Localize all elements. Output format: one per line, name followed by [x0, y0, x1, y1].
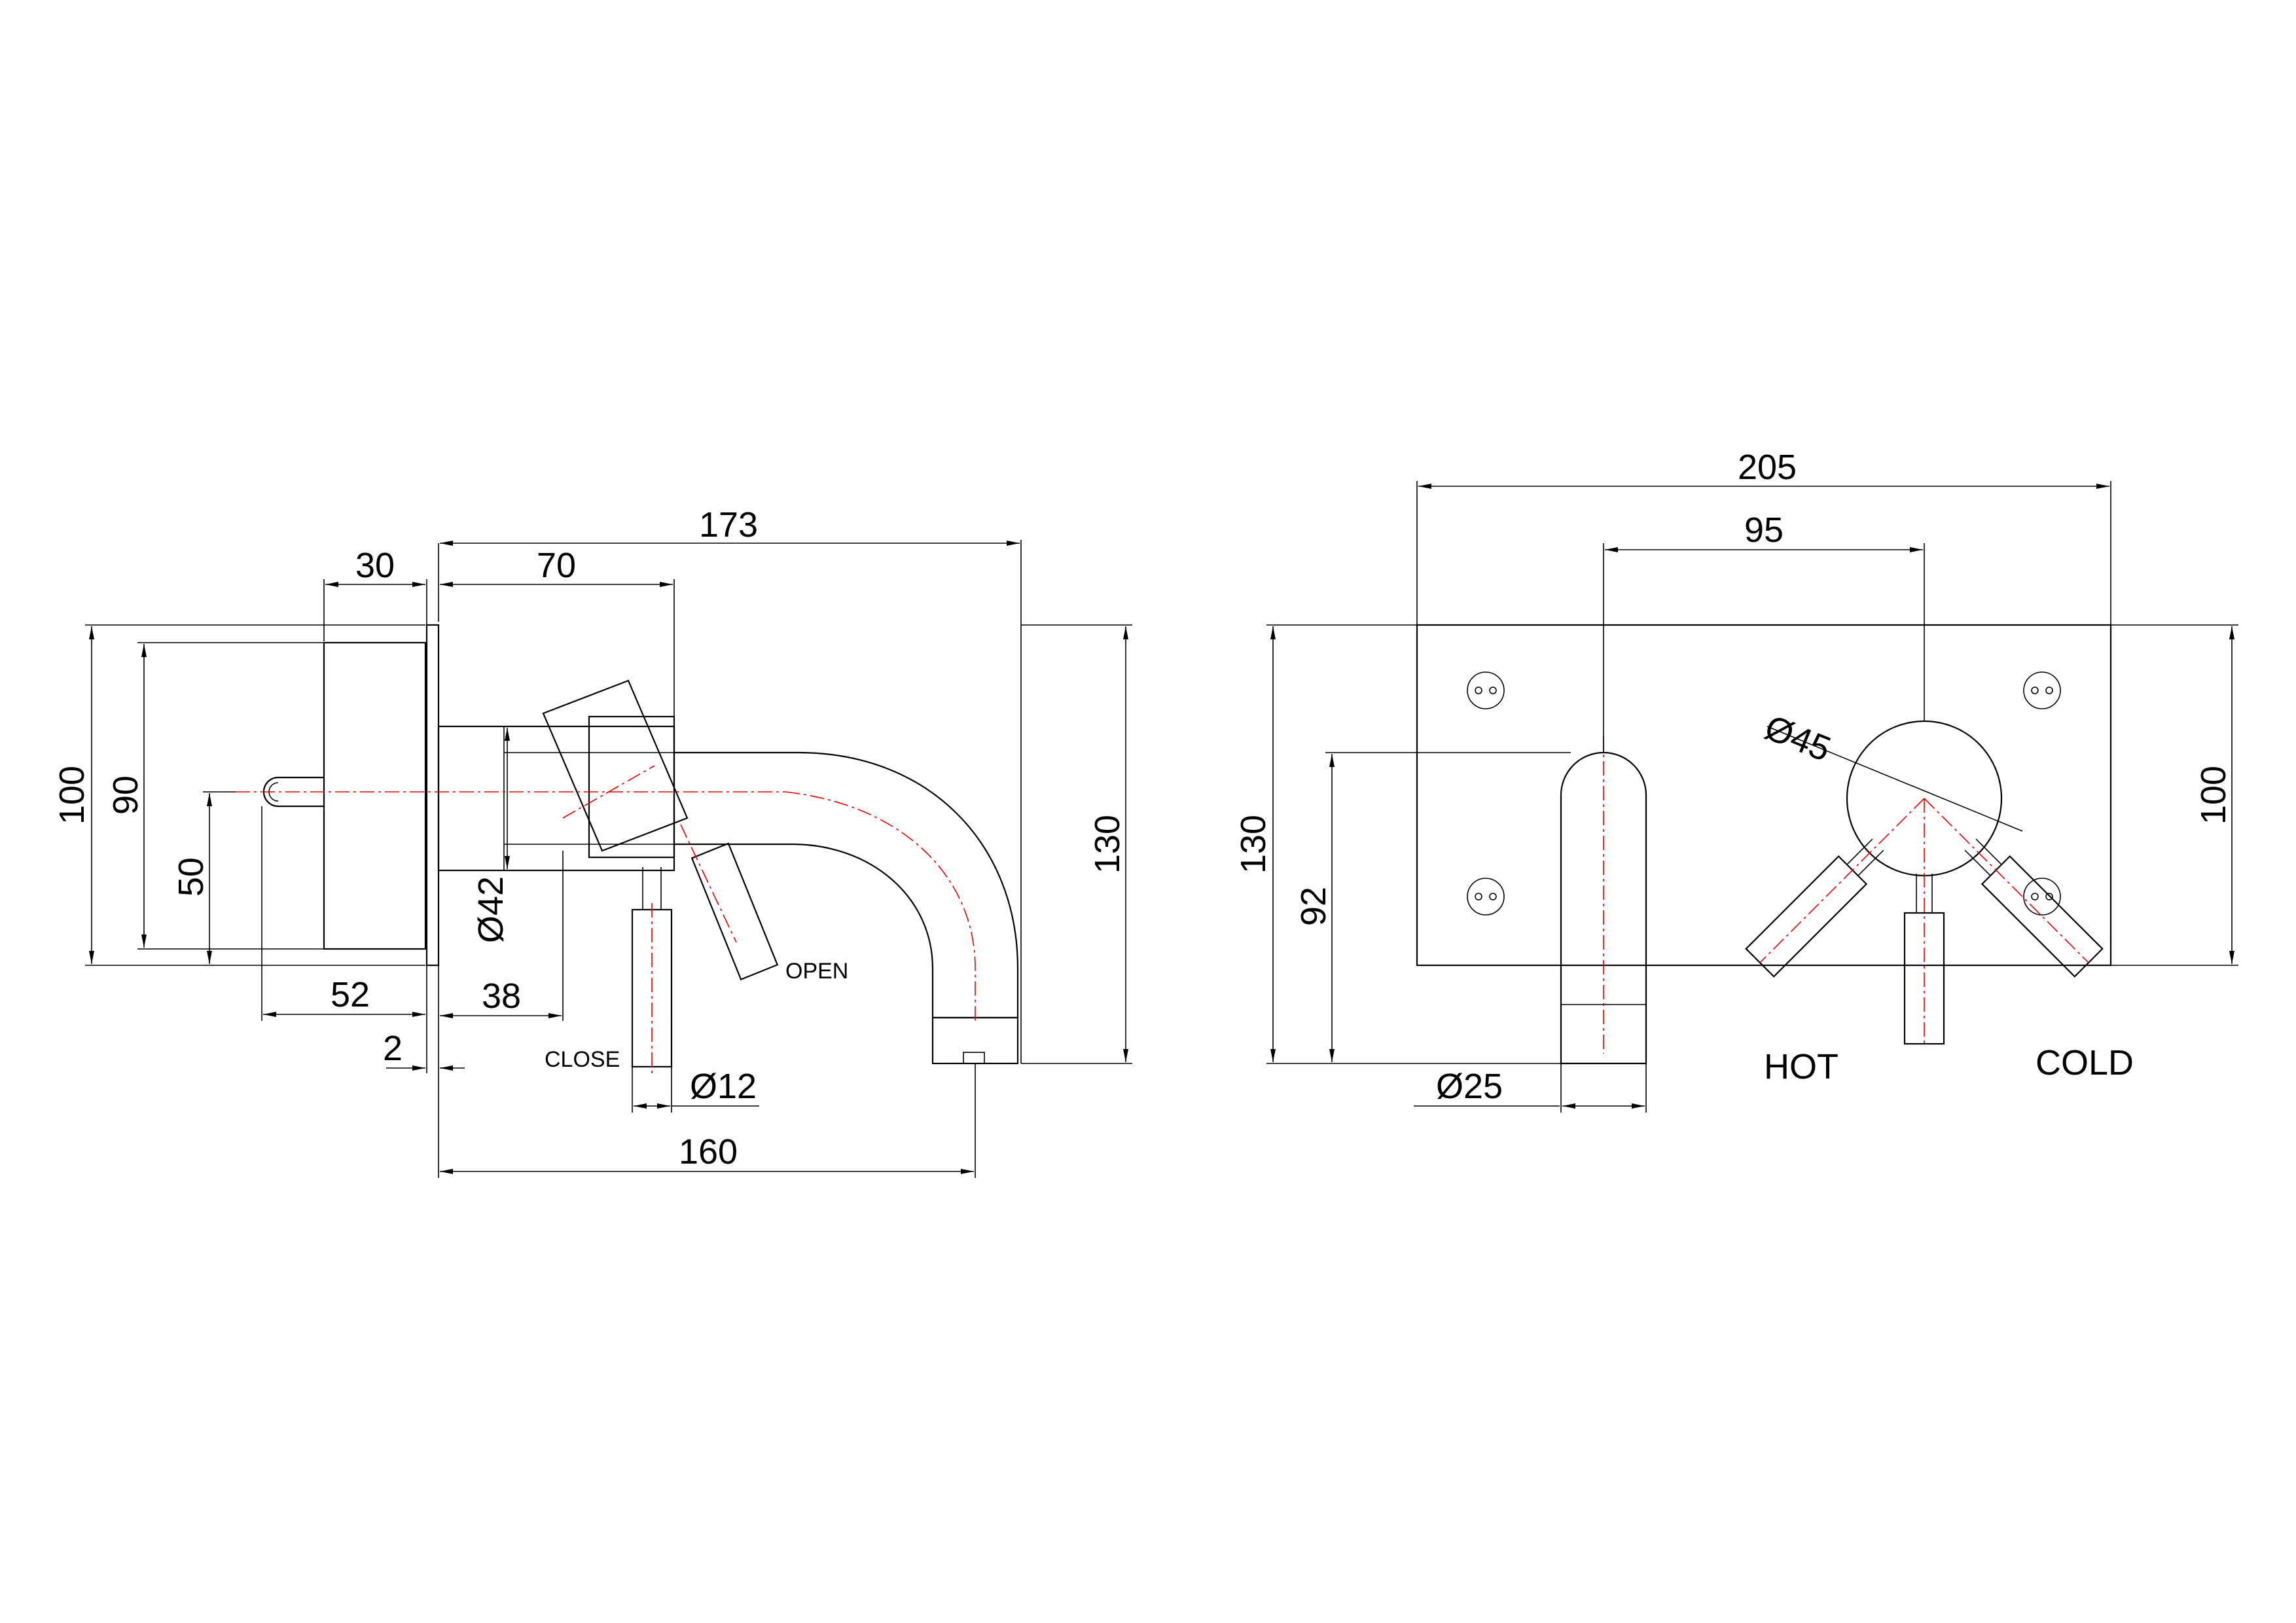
dim-130-side: 130: [1088, 815, 1127, 874]
body-cylinder: [437, 725, 675, 872]
label-close: CLOSE: [545, 1047, 620, 1072]
wall-plate: [425, 624, 440, 967]
screw-bottom-right: [2023, 878, 2061, 916]
body-cap: [588, 715, 675, 859]
dim-100-front: 100: [2194, 766, 2233, 825]
dim-205: 205: [1738, 448, 1797, 487]
side-view: 173 30 70 100 90 50 52 2: [52, 505, 1132, 1178]
dim-50: 50: [171, 857, 211, 897]
dim-160: 160: [679, 1132, 738, 1171]
spout-tip: [931, 1016, 1019, 1065]
dim-130-front: 130: [1234, 815, 1273, 874]
dim-diameter-12: Ø12: [690, 1067, 757, 1106]
dim-30: 30: [355, 546, 395, 585]
label-hot: HOT: [1764, 1047, 1839, 1086]
screw-bottom-left: [1467, 878, 1505, 916]
label-cold: COLD: [2036, 1043, 2134, 1082]
dim-diameter-42: Ø42: [471, 876, 511, 943]
dim-diameter-25: Ø25: [1436, 1067, 1503, 1106]
handle-center: [1903, 912, 1945, 1045]
spout: [674, 751, 1019, 1019]
wall-box-body: [323, 641, 427, 950]
front-spout: [1560, 751, 1647, 1065]
screw-top-right: [2023, 671, 2061, 709]
dim-2: 2: [383, 1029, 403, 1068]
dim-70: 70: [537, 546, 576, 585]
dim-173: 173: [699, 505, 758, 544]
dim-38: 38: [482, 976, 521, 1016]
dim-95: 95: [1744, 510, 1784, 550]
handle-block: [542, 679, 689, 852]
dim-diameter-45: Ø45: [1759, 707, 1836, 769]
label-open: OPEN: [785, 959, 848, 984]
dim-92: 92: [1294, 887, 1333, 926]
dim-90: 90: [106, 776, 145, 815]
dim-100-side: 100: [52, 766, 92, 825]
front-view: 205 95 Ø45 130 92 100 Ø25 HOT COLD: [1234, 448, 2238, 1113]
dim-52: 52: [331, 975, 370, 1014]
front-plate: [1416, 624, 2112, 967]
screw-top-left: [1467, 671, 1505, 709]
handle-open: [691, 842, 779, 981]
